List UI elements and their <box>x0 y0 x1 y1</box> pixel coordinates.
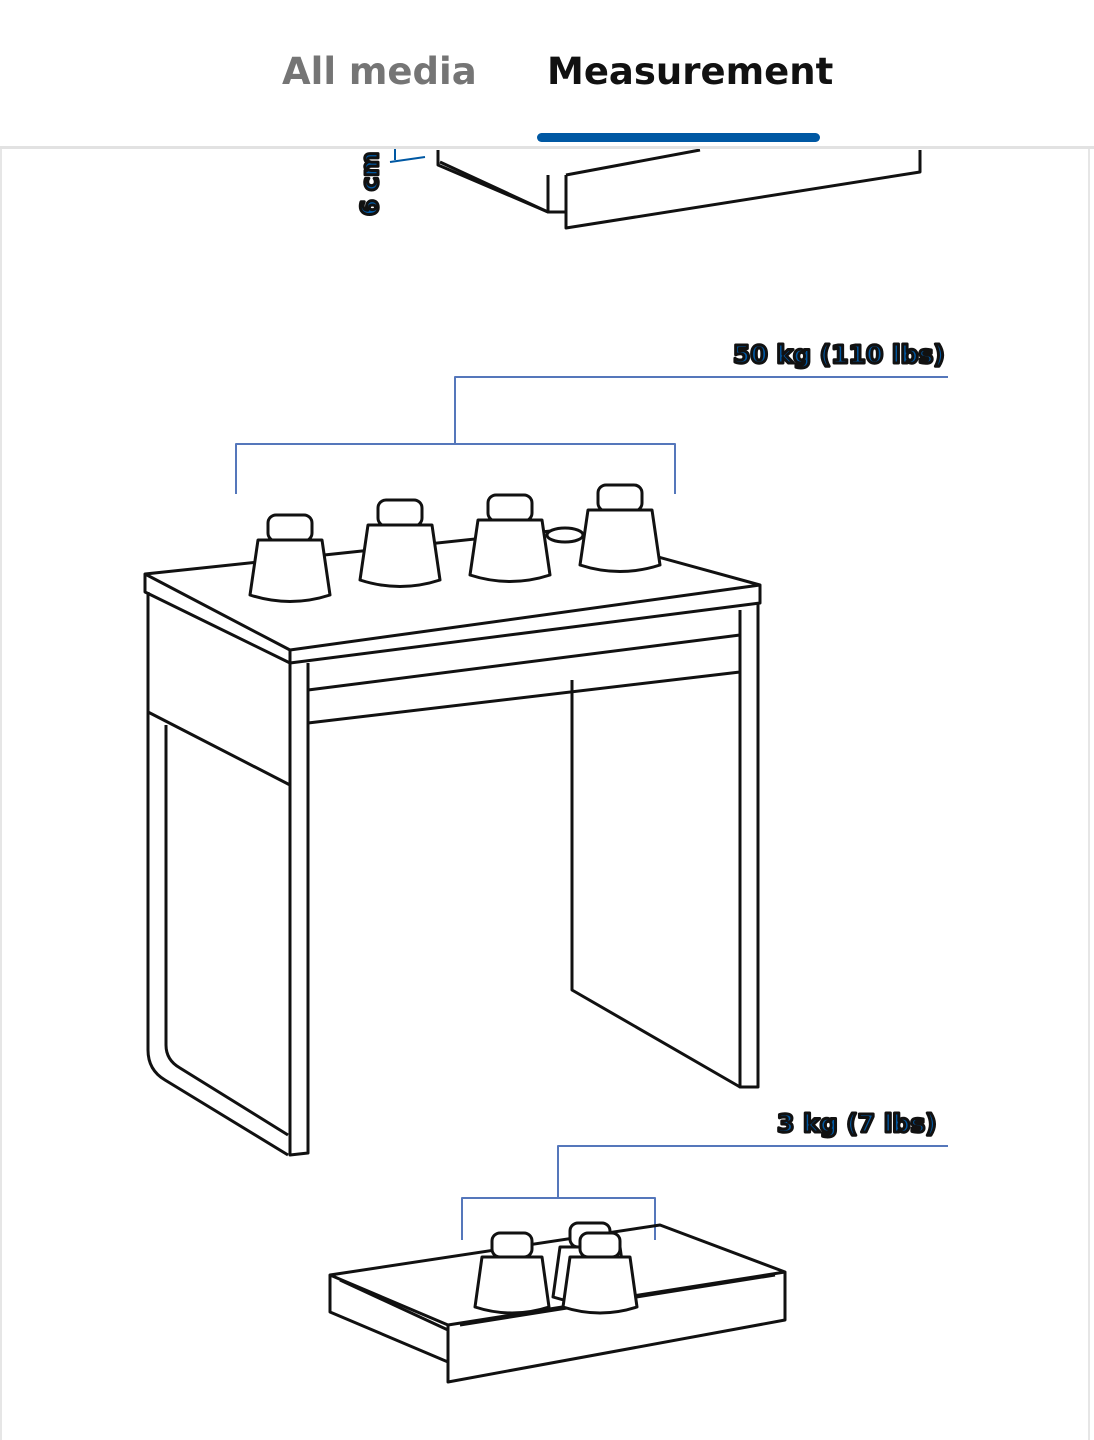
desk-load-bracket <box>235 376 948 494</box>
active-tab-indicator <box>537 133 820 142</box>
desk-load-label: 50 kg (110 lbs) <box>733 340 945 369</box>
desk <box>143 528 762 1157</box>
drawer-load-label: 3 kg (7 lbs) <box>777 1109 937 1138</box>
drawer-load-bracket <box>461 1145 948 1240</box>
drawer-height-label: 6 cm <box>356 152 384 216</box>
media-tabs: All media Measurement <box>0 0 1094 149</box>
desk-weights <box>248 483 662 603</box>
drawer-top-partial <box>389 148 922 230</box>
drawer <box>328 1223 787 1384</box>
tab-measurement[interactable]: Measurement <box>547 50 834 93</box>
drawer-weights <box>473 1221 639 1315</box>
tab-all-media[interactable]: All media <box>282 50 477 93</box>
